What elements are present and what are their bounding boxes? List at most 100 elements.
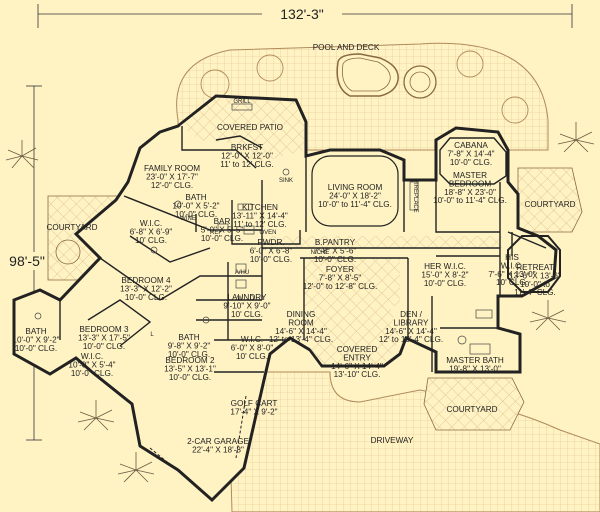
room-label-wic-1: W.I.C.6'-8" X 6'-9"10' CLG.: [130, 219, 173, 245]
room-label-line: W.I.C.: [501, 261, 523, 270]
driveway: [227, 371, 600, 512]
niche-label: NICHE: [311, 250, 330, 256]
wine-label: WINE: [180, 216, 196, 222]
room-label-line: BEDROOM: [449, 179, 491, 188]
room-label-line: MASTER BATH: [446, 356, 504, 365]
garage-doors: [149, 395, 247, 495]
room-label-line: 12'-0" to 12'-8" CLG.: [303, 282, 377, 291]
room-label-line: 11' to 12' CLG.: [233, 220, 287, 229]
room-label-line: ENTRY: [343, 353, 371, 362]
room-label-line: 10'-0" X 5'-2": [172, 201, 219, 210]
room-label-line: BATH: [25, 327, 46, 336]
room-label-line: 10' CLG.: [496, 278, 528, 287]
room-label-line: RETREAT: [516, 263, 554, 272]
room-label-line: 2-CAR GARAGE: [187, 437, 249, 446]
covered-entry-floor: [310, 306, 400, 364]
cabana-outline: [439, 137, 507, 185]
room-label-line: 12'-0" CLG.: [151, 181, 193, 190]
room-label-line: 14'-6" X 14'-4": [331, 362, 383, 371]
palm-tree-icon: [5, 122, 595, 483]
room-label-line: 13'-5" X 13'-1": [164, 364, 216, 373]
room-label-line: LIVING ROOM: [328, 183, 383, 192]
room-label-line: BEDROOM 3: [79, 325, 129, 334]
grill-label: GRILL: [233, 99, 251, 105]
room-label-line: COURTYARD: [446, 405, 497, 414]
room-label-line: 10'-0" CLG.: [168, 350, 210, 359]
room-label-line: W.I.C.: [140, 219, 162, 228]
room-label-line: W.I.C.: [81, 352, 103, 361]
spa: [403, 65, 437, 99]
room-label-line: POOL AND DECK: [313, 43, 380, 52]
room-label-line: BEDROOM 4: [121, 276, 171, 285]
room-label-line: 17'-4" X 9'-2": [230, 407, 277, 416]
room-label-line: HIS: [505, 253, 519, 262]
room-label-driveway: DRIVEWAY: [371, 436, 414, 445]
washer-label: W: [237, 296, 243, 302]
room-label-line: 10'-0" CLG.: [169, 373, 211, 382]
fireplace-label: FIREPLACE: [412, 179, 418, 212]
room-label-line: DEN /: [400, 310, 423, 319]
room-label-line: DINING: [287, 310, 316, 319]
room-label-line: BRKFST: [231, 143, 263, 152]
overall-depth-label: 98'-5": [9, 253, 45, 269]
living-room-bay: [311, 155, 399, 227]
room-label-line: 7'-8" X 5'-6": [314, 246, 357, 255]
room-label-line: LAUNDRY: [228, 293, 268, 302]
room-label-line: CABANA: [454, 141, 488, 150]
room-label-line: 5'-0" X 5'-5": [201, 225, 244, 234]
room-label-line: LIBRARY: [394, 318, 429, 327]
room-label-line: COURTYARD: [46, 223, 97, 232]
room-label-line: BEDROOM 2: [165, 356, 215, 365]
ref-label: REF: [210, 230, 222, 236]
room-label-line: B.PANTRY: [315, 238, 356, 247]
foyer-floor: [304, 258, 400, 306]
room-label-line: 10'-0" CLG.: [71, 369, 113, 378]
room-label-line: MASTER: [453, 171, 487, 180]
house-walls: [12, 94, 558, 503]
room-label-line: W.I.C.: [241, 335, 263, 344]
room-label-line: 10'-0" CLG.: [201, 234, 243, 243]
sink-label: SINK: [279, 178, 293, 184]
room-label-line: 13'-3" X 17'-5": [78, 333, 130, 342]
room-label-line: BATH: [178, 333, 199, 342]
room-label-line: 10'-0" to: [520, 280, 550, 289]
ahu-label: A/HU: [235, 270, 249, 276]
room-label-courtyard-left: COURTYARD: [46, 223, 97, 232]
retreat-outline: [507, 235, 561, 293]
room-label-line: 23'-0" X 17'-7": [146, 172, 198, 181]
room-label-line: 10'-0" CLG.: [125, 293, 167, 302]
room-label-line: 18'-8" X 23'-0": [444, 188, 496, 197]
room-label-pool: POOL AND DECK: [313, 43, 380, 52]
room-label-line: 19'-8" X 13'-0": [449, 364, 501, 373]
room-label-line: BAR: [214, 217, 231, 226]
room-label-line: 6'-0" X 6'-8": [250, 246, 293, 255]
room-label-line: 10'-0" CLG.: [314, 255, 356, 264]
room-label-line: COVERED: [337, 345, 378, 354]
overall-width-label: 132'-3": [280, 6, 323, 22]
room-label-line: COVERED PATIO: [217, 123, 283, 132]
fixtures: [34, 103, 493, 355]
room-label-line: 10'-0" CLG.: [450, 158, 492, 167]
room-label-courtyard-bottom: COURTYARD: [446, 405, 497, 414]
room-label-line: 10'-0" X 5'-4": [68, 360, 115, 369]
